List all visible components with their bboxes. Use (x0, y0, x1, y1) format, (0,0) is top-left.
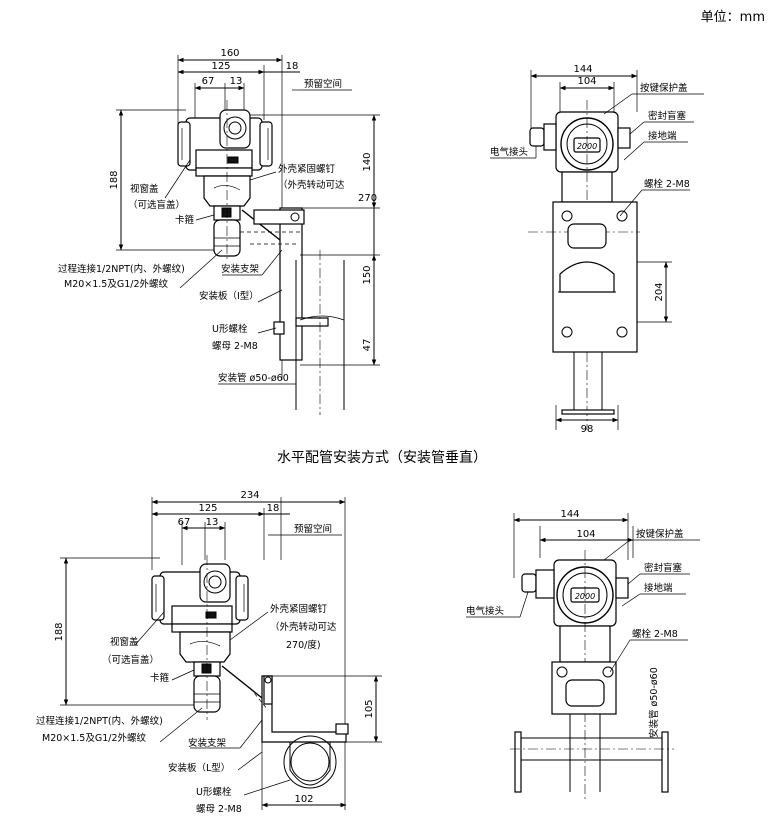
bot-label-bracket: 安装支架 (188, 737, 227, 749)
top-label-screw: 外壳紧固螺钉 (278, 163, 336, 175)
bf-label-elec: 电气接头 (466, 605, 504, 617)
bot-label-ubolt: U形螺栓 (196, 786, 232, 798)
bot-dim-18: 18 (267, 503, 280, 514)
top-label-window: 视窗盖 (130, 183, 159, 195)
bot-dim-188: 188 (54, 622, 65, 641)
bot-label-reserved: 预留空间 (294, 523, 332, 535)
bot-label-nut: 螺母 2-M8 (196, 804, 242, 815)
top-front-view: 144 104 2000 204 98 按键保护盖 (490, 64, 704, 435)
top-label-proc-thread: M20×1.5及G1/2外螺纹 (64, 278, 169, 290)
bf-label-pipe: 安装管 ø50-ø60 (648, 667, 660, 738)
bottom-front-view: 144 104 2000 按键保护盖 密封盲塞 接地端 电气接头 (466, 509, 700, 800)
bf-label-ground: 接地端 (644, 582, 673, 594)
top-label-ubolt: U形螺栓 (212, 323, 248, 335)
tf-label-ground: 接地端 (648, 130, 677, 142)
bf-label-bolt: 螺栓 2-M8 (632, 628, 678, 640)
bot-label-proc-thread: M20×1.5及G1/2外螺纹 (42, 732, 147, 744)
tf-label-seal: 密封盲塞 (648, 110, 687, 122)
top-dim-188: 188 (109, 170, 120, 189)
bot-label-plate: 安装板（L型） (168, 762, 230, 774)
bot-label-screw-rot: （外壳转动可达 (270, 621, 337, 633)
bf-label-button: 按键保护盖 (636, 528, 684, 540)
bot-label-screw-deg: 270/度) (286, 639, 321, 651)
tf-label-bolt: 螺栓 2-M8 (644, 178, 690, 190)
top-dim-160: 160 (220, 48, 239, 59)
top-side-view: 160 125 18 67 13 预留空间 (58, 48, 380, 415)
top-label-pipe: 安装管 ø50-ø60 (218, 372, 289, 384)
top-label-bracket: 安装支架 (221, 263, 260, 275)
bf-dim-104: 104 (576, 529, 595, 540)
top-dim-67: 67 (202, 76, 215, 87)
bot-label-clamp: 卡箍 (150, 672, 170, 684)
top-dim-140: 140 (362, 152, 373, 171)
tf-dim-98: 98 (581, 424, 594, 435)
bf-label-seal: 密封盲塞 (644, 562, 683, 574)
top-dim-18: 18 (286, 61, 299, 72)
bot-label-window-opt: （可选盲盖） (102, 654, 159, 666)
top-label-proc: 过程连接1/2NPT(内、外螺纹) (58, 263, 185, 275)
bf-display: 2000 (575, 592, 595, 601)
top-dim-150: 150 (362, 265, 373, 284)
top-label-nut: 螺母 2-M8 (212, 341, 258, 352)
top-label-reserved: 预留空间 (304, 78, 342, 90)
top-dim-13: 13 (230, 76, 243, 87)
bf-dim-144: 144 (560, 509, 579, 520)
bot-label-proc: 过程连接1/2NPT(内、外螺纹) (36, 715, 163, 727)
tf-dim-204: 204 (654, 282, 665, 301)
bot-dim-234: 234 (240, 490, 259, 501)
top-label-plate: 安装板（I型） (199, 290, 259, 302)
top-label-clamp: 卡箍 (175, 214, 195, 226)
caption-top: 水平配管安装方式（安装管垂直） (277, 449, 487, 466)
unit-label: 单位：mm (700, 10, 765, 25)
tf-dim-104: 104 (577, 76, 596, 87)
tf-dim-144: 144 (573, 64, 592, 75)
bot-dim-67: 67 (178, 517, 191, 528)
bot-dim-105: 105 (364, 699, 375, 718)
tf-label-button: 按键保护盖 (640, 82, 688, 94)
top-dim-47: 47 (362, 339, 373, 352)
top-dim-125: 125 (211, 61, 230, 72)
top-label-screw-rot: （外壳转动可达 (278, 179, 345, 191)
tf-label-elec: 电气接头 (490, 146, 528, 158)
tf-display: 2000 (577, 142, 597, 151)
top-label-window-opt: （可选盲盖） (128, 199, 185, 211)
bot-dim-13: 13 (206, 517, 219, 528)
bot-label-screw: 外壳紧固螺钉 (270, 603, 328, 615)
bot-dim-102: 102 (294, 794, 313, 805)
bot-label-window: 视窗盖 (110, 636, 139, 648)
top-dim-270: 270 (358, 193, 377, 204)
bot-dim-125: 125 (198, 503, 217, 514)
bottom-side-view: 234 125 18 67 13 预留空间 (36, 490, 382, 815)
